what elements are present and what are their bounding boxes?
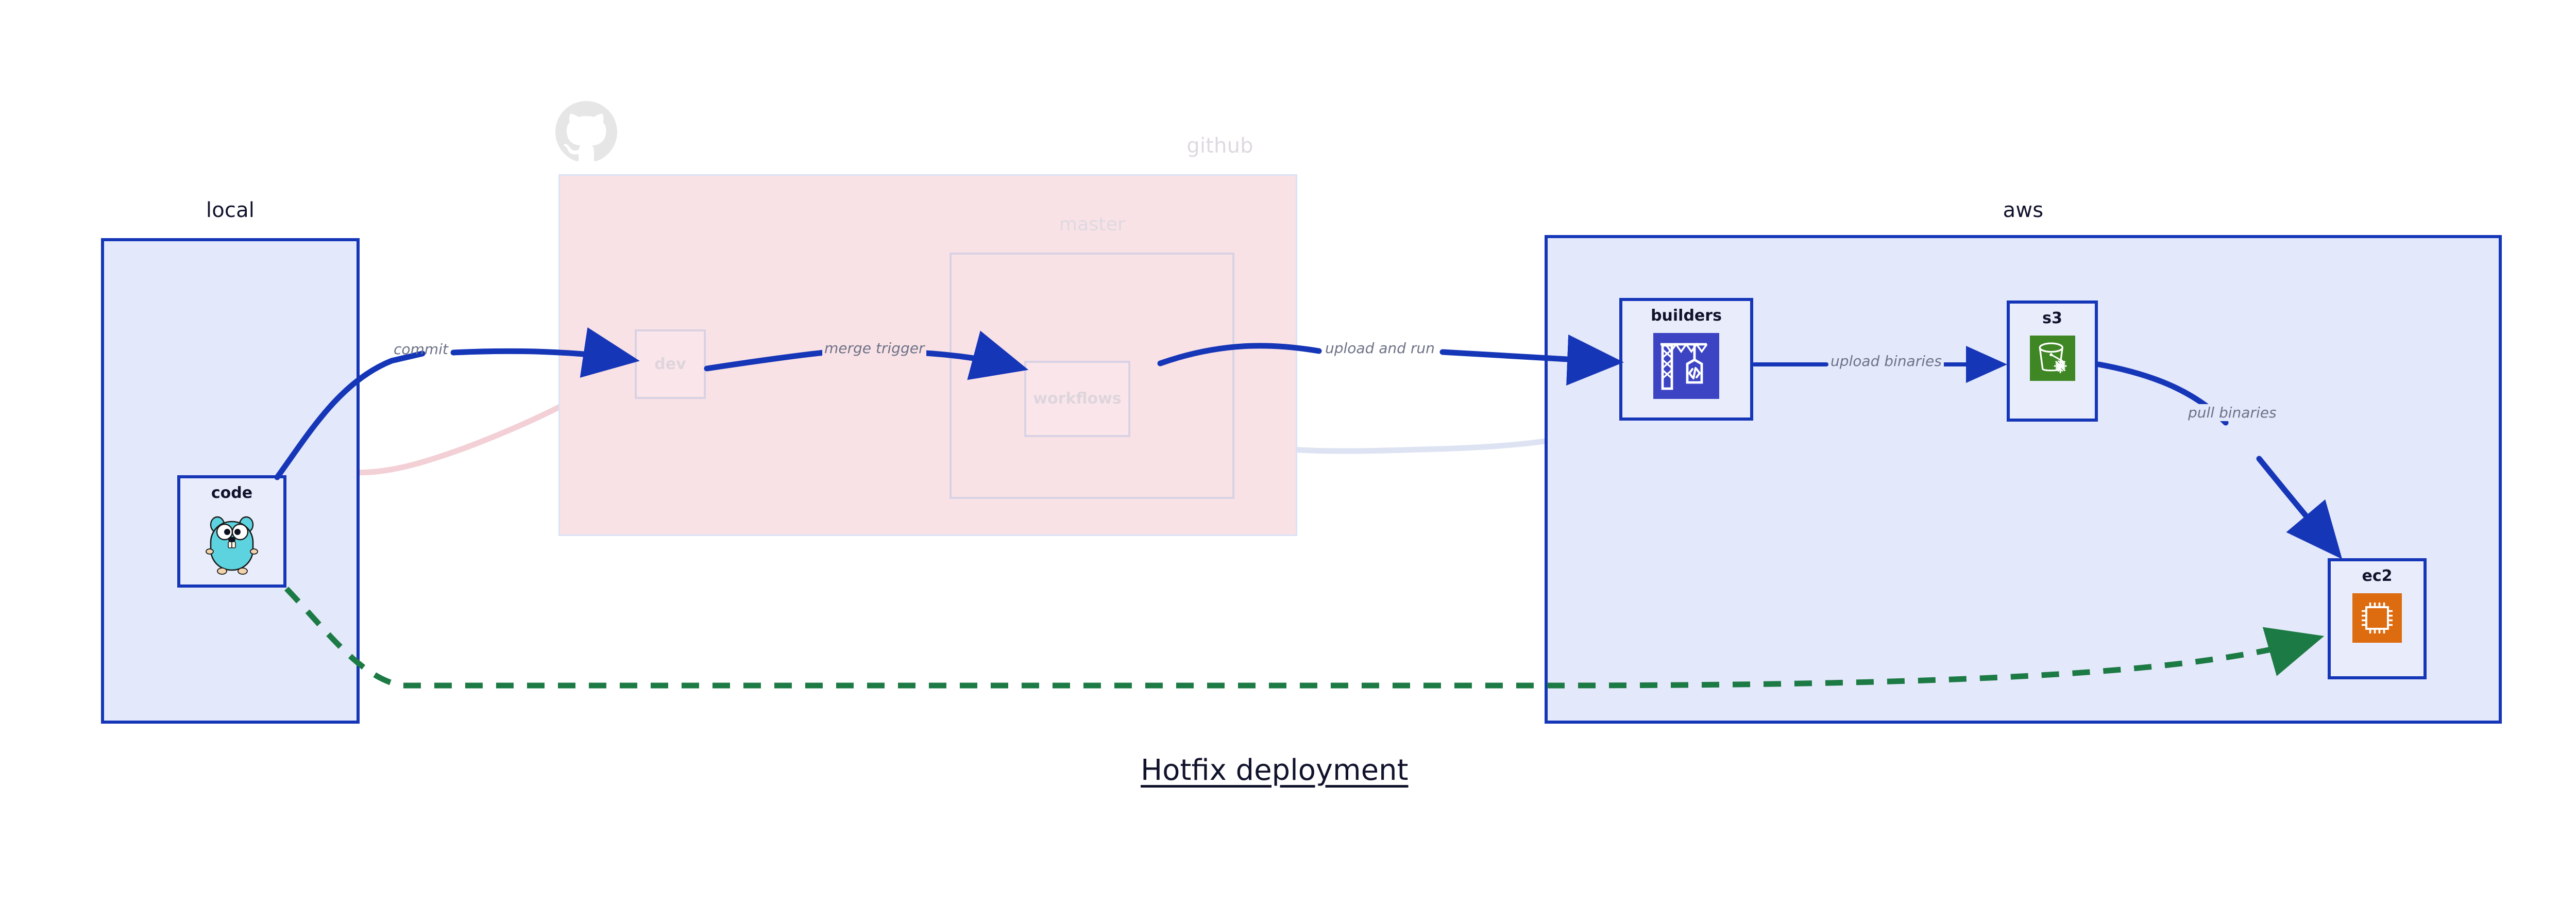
group-master (950, 253, 1234, 499)
aws-ec2-chip-icon (2352, 593, 2402, 645)
diagram-title: Hotfix deployment (1141, 754, 1409, 787)
group-title-local: local (206, 198, 255, 222)
edge-label-merge-trigger: merge trigger (822, 340, 927, 357)
aws-s3-glacier-bucket-icon (2029, 336, 2075, 383)
edge-label-commit: commit (394, 341, 448, 358)
group-title-master: master (1059, 214, 1126, 235)
node-s3[interactable]: s3 (2007, 300, 2098, 422)
node-dev-label: dev (654, 355, 686, 373)
node-code[interactable]: code (177, 475, 286, 588)
node-ec2-label: ec2 (2362, 567, 2393, 585)
go-gopher-icon (201, 510, 262, 577)
github-octocat-icon (555, 101, 617, 163)
node-s3-label: s3 (2042, 309, 2062, 327)
node-dev[interactable]: dev (635, 329, 706, 399)
node-workflows-label: workflows (1033, 390, 1122, 408)
edge-label-upload-binaries: upload binaries (1828, 353, 1944, 370)
group-title-github: github (1187, 134, 1253, 158)
node-builders-label: builders (1651, 307, 1722, 325)
aws-codebuild-crane-icon (1653, 333, 1719, 401)
edge-label-pull-binaries: pull binaries (2186, 404, 2279, 421)
node-ec2[interactable]: ec2 (2328, 558, 2427, 679)
node-workflows[interactable]: workflows (1024, 361, 1130, 437)
group-title-aws: aws (2003, 198, 2044, 222)
edge-label-upload-and-run: upload and run (1325, 340, 1435, 357)
node-builders[interactable]: builders (1619, 298, 1753, 421)
node-code-label: code (211, 484, 253, 502)
